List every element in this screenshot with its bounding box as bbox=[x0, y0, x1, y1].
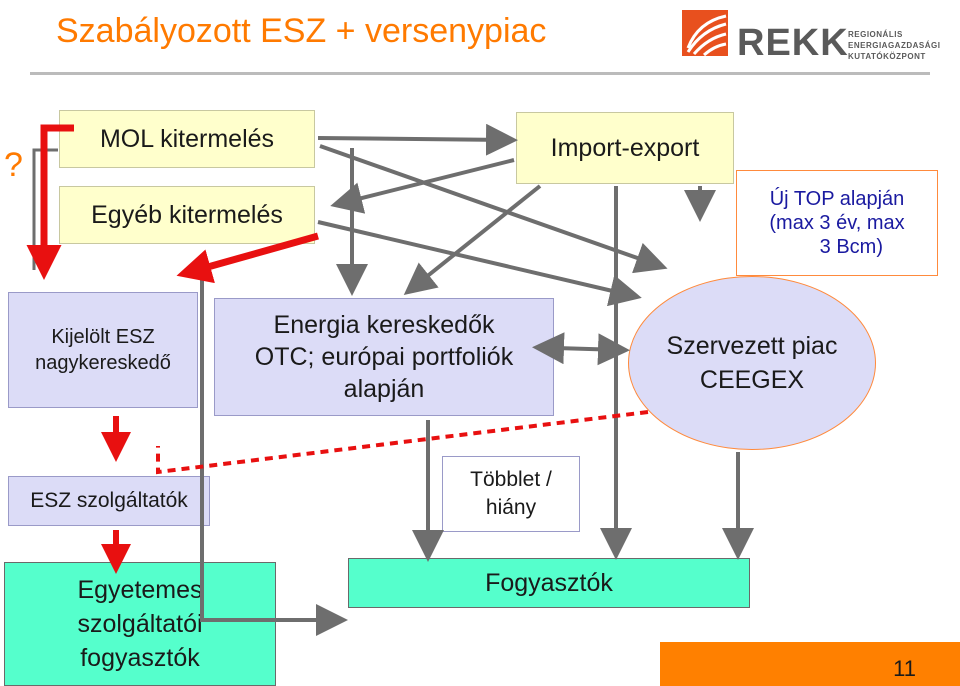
universal-service-providers-label: ESZ szolgáltatók bbox=[30, 489, 188, 512]
energy-traders-line-3: alapján bbox=[343, 375, 425, 403]
organized-market-ellipse: Szervezett piac CEEGEX bbox=[628, 276, 876, 450]
red-dashed-ceegex-to-providers bbox=[156, 410, 649, 475]
universal-consumers-line-1: Egyetemes bbox=[77, 576, 203, 604]
question-mark: ? bbox=[4, 146, 23, 184]
page-title: Szabályozott ESZ + versenypiac bbox=[56, 12, 547, 50]
universal-service-providers-box: ESZ szolgáltatók bbox=[8, 476, 210, 526]
page-number-box: 11 bbox=[660, 642, 960, 686]
energy-traders-line-2: OTC; európai portfoliók bbox=[254, 343, 514, 371]
surplus-shortage-line-1: Többlet / bbox=[470, 468, 552, 491]
energy-traders-box: Energia kereskedők OTC; európai portfoli… bbox=[214, 298, 554, 416]
arrow-import-to-mol bbox=[330, 158, 515, 214]
designated-wholesaler-box: Kijelölt ESZ nagykereskedő bbox=[8, 292, 198, 408]
import-export-label: Import-export bbox=[550, 133, 700, 162]
line-question-to-wholesaler bbox=[32, 148, 58, 270]
red-arrow-mol-to-traders bbox=[176, 232, 319, 284]
mol-production-label: MOL kitermelés bbox=[99, 124, 275, 153]
arrow-import-to-traders bbox=[403, 184, 542, 295]
logo-line-1: REGIONÁLIS bbox=[848, 30, 903, 39]
arrow-traders-ceegex bbox=[532, 332, 630, 366]
arrow-wholesaler-to-consumers bbox=[200, 256, 348, 636]
organized-market-line-1: Szervezett piac bbox=[666, 332, 838, 360]
energy-traders-line-1: Energia kereskedők bbox=[273, 311, 495, 339]
top-note-line-1: Új TOP alapján bbox=[769, 188, 905, 210]
top-note-box: Új TOP alapján (max 3 év, max 3 Bcm) bbox=[736, 170, 938, 276]
rekk-logo-mark-icon bbox=[682, 10, 728, 57]
import-export-box: Import-export bbox=[516, 112, 734, 184]
designated-wholesaler-line-2: nagykereskedő bbox=[35, 352, 171, 374]
rekk-logo: REKK REGIONÁLIS ENERGIAGAZDASÁGI KUTATÓK… bbox=[680, 4, 950, 64]
arrow-mol-to-ceegex bbox=[319, 144, 668, 274]
top-note-line-2: (max 3 év, max bbox=[769, 212, 905, 234]
other-production-box: Egyéb kitermelés bbox=[59, 186, 315, 244]
top-note-line-3: 3 Bcm) bbox=[819, 236, 883, 258]
consumers-box: Fogyasztók bbox=[348, 558, 750, 608]
universal-consumers-box: Egyetemes szolgáltatói fogyasztók bbox=[4, 562, 276, 686]
title-divider bbox=[30, 72, 930, 75]
consumers-label: Fogyasztók bbox=[485, 568, 613, 597]
red-arrow-mol-to-wholesaler bbox=[26, 124, 74, 280]
mol-production-box: MOL kitermelés bbox=[59, 110, 315, 168]
designated-wholesaler-line-1: Kijelölt ESZ bbox=[51, 326, 155, 348]
surplus-shortage-line-2: hiány bbox=[485, 496, 537, 519]
logo-line-2: ENERGIAGAZDASÁGI bbox=[848, 41, 941, 50]
arrow-other-to-ceegex bbox=[317, 220, 642, 307]
other-production-label: Egyéb kitermelés bbox=[91, 200, 283, 229]
page-number: 11 bbox=[893, 656, 916, 681]
universal-consumers-line-3: fogyasztók bbox=[80, 644, 200, 672]
universal-consumers-line-2: szolgáltatói bbox=[77, 610, 203, 638]
logo-brand: REKK bbox=[737, 22, 849, 64]
surplus-shortage-box: Többlet / hiány bbox=[442, 456, 580, 532]
organized-market-line-2: CEEGEX bbox=[699, 366, 805, 394]
arrow-mol-to-import bbox=[317, 123, 518, 156]
logo-line-3: KUTATÓKÖZPONT bbox=[848, 52, 926, 61]
